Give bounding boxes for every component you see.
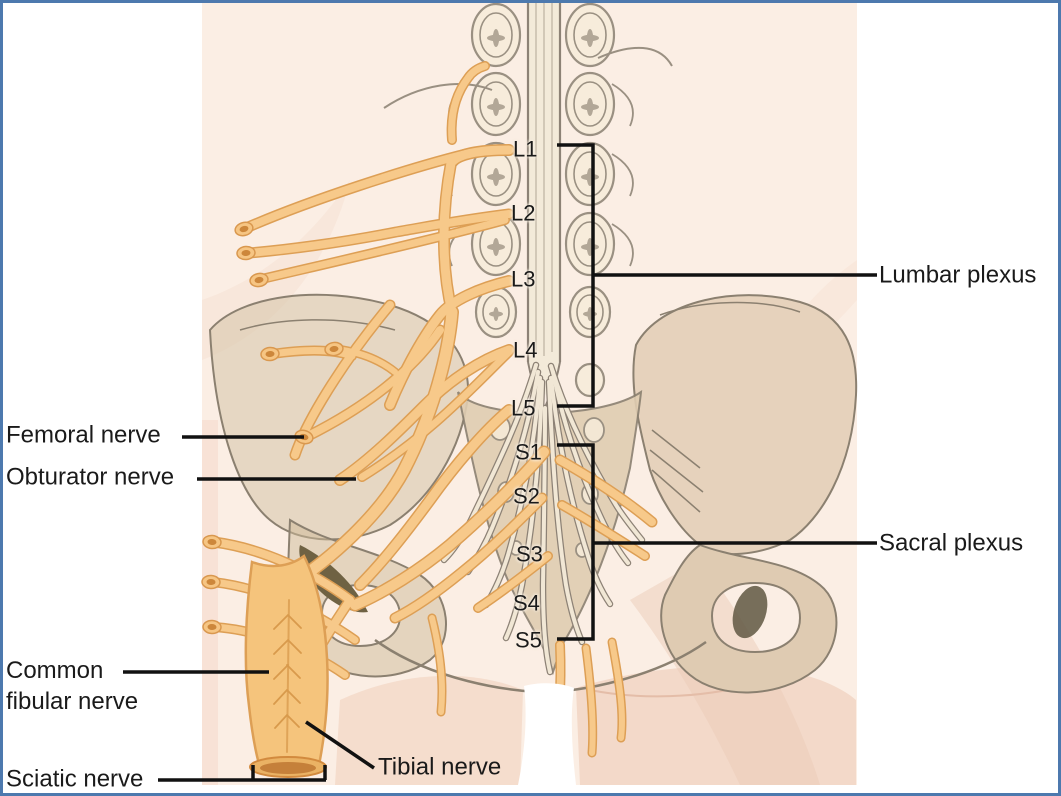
level-label-l4: L4 <box>513 337 538 363</box>
femoral-nerve-label: Femoral nerve <box>6 421 161 449</box>
level-label-s5: S5 <box>515 627 542 653</box>
sacral-plexus-label: Sacral plexus <box>879 529 1024 557</box>
level-label-l5: L5 <box>511 395 536 421</box>
right-hip-bone <box>632 294 858 694</box>
level-label-l2: L2 <box>511 200 536 226</box>
tibial-nerve-label: Tibial nerve <box>378 753 502 781</box>
obturator-nerve-label: Obturator nerve <box>6 463 175 491</box>
level-label-l3: L3 <box>511 266 536 292</box>
sciatic-nerve-trunk <box>244 554 329 778</box>
tibial-nerve-line <box>305 720 375 770</box>
level-label-s2: S2 <box>513 483 540 509</box>
level-label-s4: S4 <box>513 590 540 616</box>
level-label-s3: S3 <box>516 541 543 567</box>
annotation-lines <box>123 143 877 782</box>
sciatic-nerve-label: Sciatic nerve <box>6 765 144 793</box>
lumbar-plexus-bracket <box>557 143 877 408</box>
sciatic-nerve-bracket <box>158 765 327 782</box>
vertebrae <box>383 2 673 398</box>
sacral-plexus-bracket <box>557 443 877 641</box>
leg-cleft <box>518 683 576 785</box>
common-fibular-nerve-label: Common fibular nerve <box>6 656 139 715</box>
level-label-s1: S1 <box>515 439 542 465</box>
level-label-l1: L1 <box>513 136 538 162</box>
lumbar-plexus-label: Lumbar plexus <box>879 261 1037 289</box>
